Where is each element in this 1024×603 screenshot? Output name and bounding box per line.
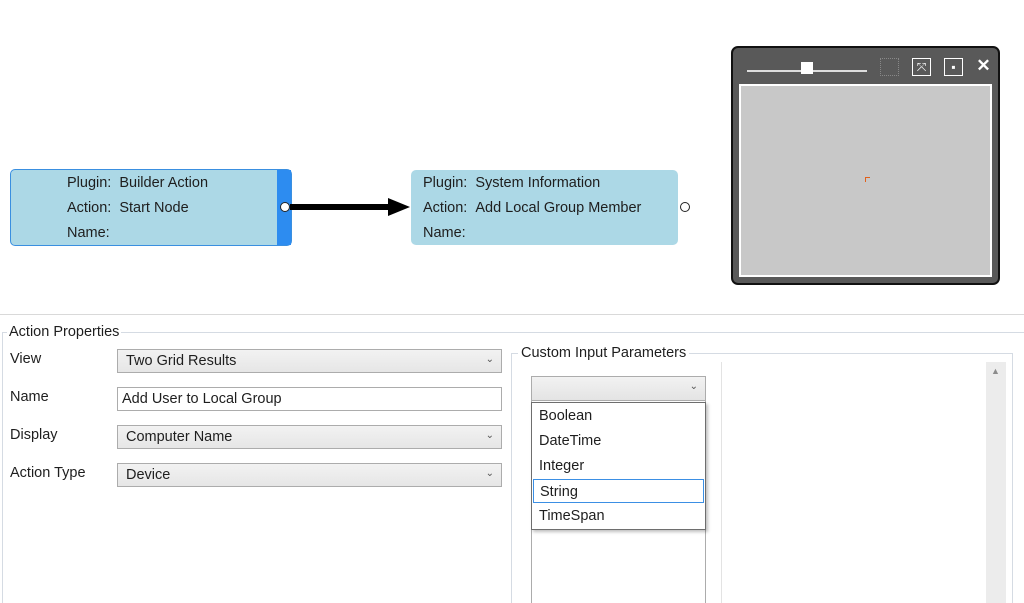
expand-icon[interactable]: ⤧ — [912, 58, 931, 76]
option-boolean[interactable]: Boolean — [539, 408, 593, 424]
parameter-type-options: Boolean DateTime Integer String TimeSpan — [531, 402, 706, 530]
node-action-row: Action: Start Node — [67, 198, 291, 223]
chevron-down-icon: ⌄ — [485, 430, 494, 441]
view-label: View — [10, 351, 42, 367]
chevron-down-icon: ⌄ — [689, 381, 698, 392]
close-icon[interactable]: ✕ — [976, 56, 991, 75]
plugin-label: Plugin: — [423, 175, 468, 191]
center-icon[interactable]: ▪ — [944, 58, 963, 76]
parameter-grid[interactable] — [721, 362, 1008, 603]
option-string[interactable]: String — [533, 479, 704, 503]
start-node[interactable]: Plugin:Builder Action Action:Start Node … — [10, 169, 292, 246]
view-dropdown[interactable]: Two Grid Results ⌄ — [117, 349, 502, 373]
zoom-slider-thumb[interactable] — [801, 62, 813, 74]
scroll-up-icon[interactable]: ▲ — [991, 366, 1000, 376]
action-type-dropdown[interactable]: Device ⌄ — [117, 463, 502, 487]
action-type-value: Device — [126, 467, 171, 483]
action-label: Action: — [67, 200, 112, 216]
action-node[interactable]: Plugin: System Information Action: Add Loc… — [411, 170, 678, 245]
overview-viewport[interactable] — [739, 84, 992, 277]
node-name-row: Name: — [423, 223, 678, 248]
action-properties-group — [2, 332, 1024, 603]
plugin-value: Builder Action — [119, 175, 209, 191]
panel-divider[interactable] — [0, 314, 1024, 315]
name-label: Name: — [67, 225, 110, 241]
node-plugin-row: Plugin: Builder Action — [67, 173, 291, 198]
custom-input-group — [511, 353, 1013, 603]
name-input-value: Add User to Local Group — [122, 391, 282, 407]
parameter-type-dropdown[interactable]: ⌄ — [531, 376, 706, 401]
node-name-row: Name: — [67, 223, 291, 248]
name-label: Name: — [423, 225, 466, 241]
node-action-row: Action: Add Local Group Member — [423, 198, 678, 223]
name-input[interactable]: Add User to Local Group — [117, 387, 502, 411]
vertical-scrollbar[interactable] — [986, 362, 1006, 603]
display-label: Display — [10, 427, 58, 443]
action-node-output-port[interactable] — [680, 202, 690, 212]
chevron-down-icon: ⌄ — [485, 354, 494, 365]
action-value: Add Local Group Member — [475, 200, 642, 216]
action-value: Start Node — [119, 200, 189, 216]
name-field-label: Name — [10, 389, 49, 405]
view-value: Two Grid Results — [126, 353, 237, 369]
start-node-output-port[interactable] — [280, 202, 290, 212]
action-label: Action: — [423, 200, 468, 216]
plugin-label: Plugin: — [67, 175, 112, 191]
action-type-label: Action Type — [10, 465, 86, 481]
display-dropdown[interactable]: Computer Name ⌄ — [117, 425, 502, 449]
viewport-marker — [865, 177, 870, 182]
option-integer[interactable]: Integer — [539, 458, 585, 474]
plugin-value: System Information — [475, 175, 601, 191]
node-plugin-row: Plugin: System Information — [423, 173, 678, 198]
option-datetime[interactable]: DateTime — [539, 433, 602, 449]
custom-input-title: Custom Input Parameters — [518, 345, 690, 361]
overview-window: ⤧ ▪ ✕ — [731, 46, 1000, 285]
arrow-head — [388, 198, 410, 216]
action-properties-title: Action Properties — [7, 324, 122, 340]
fit-icon[interactable] — [880, 58, 899, 76]
option-timespan[interactable]: TimeSpan — [539, 508, 605, 524]
display-value: Computer Name — [126, 429, 233, 445]
connection-arrow[interactable] — [290, 195, 415, 220]
chevron-down-icon: ⌄ — [485, 468, 494, 479]
